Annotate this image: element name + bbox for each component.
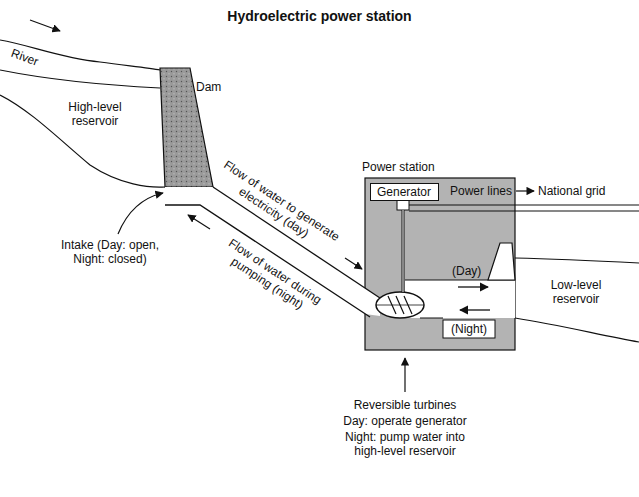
diagram-label: (Day) [452,264,496,278]
intake-pointer [118,193,163,234]
turbine-callout [404,358,405,392]
grid-arrow [516,190,534,191]
diagram-label: National grid [538,184,630,198]
diagram-label: River [9,46,61,76]
shaft [402,210,405,292]
reservoir-bed [0,95,165,187]
channel-wall [420,318,443,319]
turbine-axis [376,305,424,306]
diagram-label: Intake (Day: open, Night: closed) [54,238,166,266]
shaft-core [403,210,404,292]
night-patch [443,320,495,338]
diagram-label: High-level reservoir [50,100,140,128]
generator-label: Generator [377,185,432,199]
power-line [409,210,639,211]
generator-box: Generator [370,183,439,201]
diagram-label: Day: operate generator [320,414,490,428]
low-dam [488,243,515,280]
water-surface [0,70,160,88]
turbine [376,292,424,318]
diagram-label: Dam [196,80,236,94]
river-flow-arrow [30,20,60,31]
night-penstock-arrow [188,215,210,229]
station-heading: Power station [362,160,435,174]
shaft-coupling [397,200,409,210]
diagram-label: Reversible turbines [320,398,490,412]
diagram-label: Low-level reservoir [530,278,622,306]
diagram-label: Night: pump water into high-level reserv… [330,430,480,458]
power-line [409,204,639,205]
station-box: Power stationGenerator [365,178,515,350]
diagram-label: (Night) [443,322,495,336]
low-water-surface [515,258,639,263]
station-housing [365,178,515,350]
night-flow-arrow [460,309,490,310]
diagram-label: Power lines [450,184,518,198]
day-flow-arrow [458,286,488,287]
low-reservoir-bed [515,318,639,342]
diagram-title: Hydroelectric power station [0,8,639,24]
day-penstock-arrow [345,258,362,269]
